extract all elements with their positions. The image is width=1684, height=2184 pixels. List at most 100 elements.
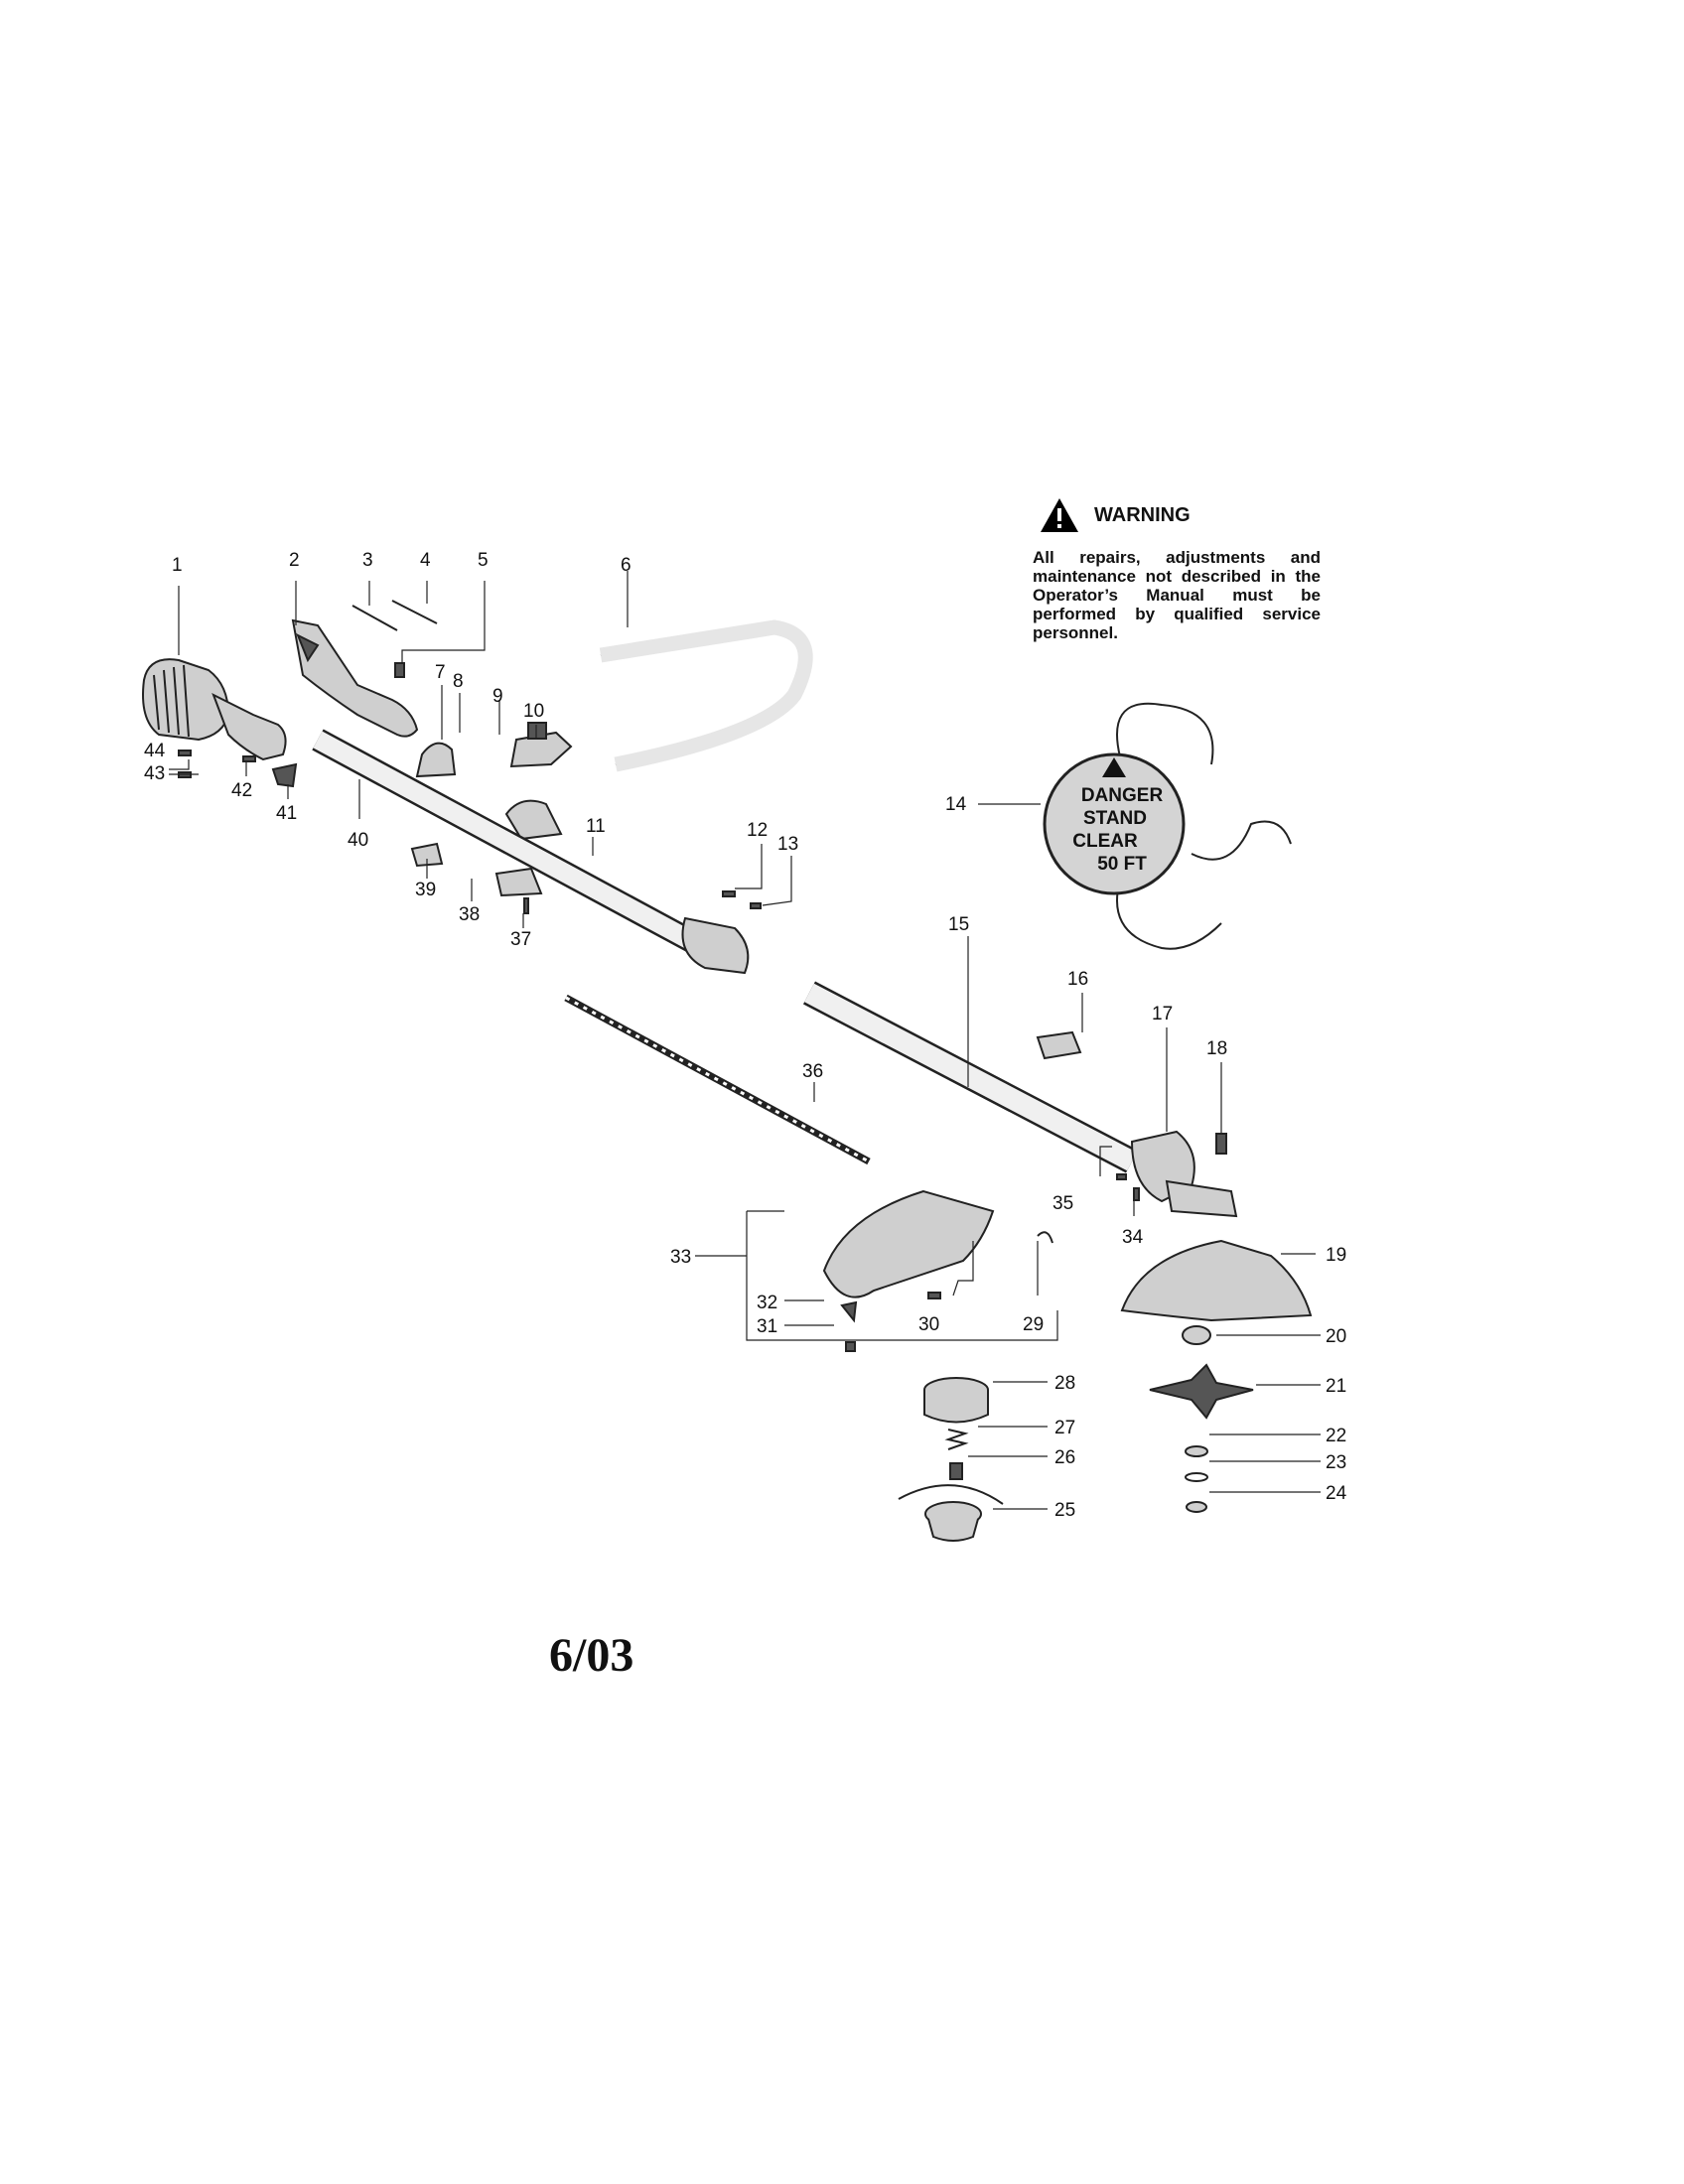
part-37-screw (523, 897, 529, 914)
callout-31: 31 (757, 1316, 777, 1337)
part-20-nut (1182, 1325, 1211, 1345)
callout-40: 40 (348, 830, 368, 851)
danger-line-3: CLEAR (1072, 831, 1138, 852)
warning-notice: WARNING All repairs, adjustments and mai… (1033, 496, 1321, 642)
part-1-housing (142, 658, 287, 761)
part-34-screw (1133, 1187, 1140, 1201)
callout-42: 42 (231, 780, 252, 801)
callout-1: 1 (172, 555, 183, 576)
callout-39: 39 (415, 880, 436, 900)
part-16-bracket (1036, 1030, 1082, 1060)
callout-12: 12 (747, 820, 768, 841)
callout-15: 15 (948, 914, 969, 935)
warning-text: All repairs, adjustments and maintenance… (1033, 548, 1321, 642)
part-25-spool (898, 1484, 1004, 1542)
callout-25: 25 (1054, 1500, 1075, 1521)
callout-34: 34 (1122, 1227, 1144, 1248)
callout-27: 27 (1054, 1418, 1075, 1438)
danger-decal-text: DANGER STAND CLEAR 50 FT (1072, 785, 1163, 875)
part-22-washer (1185, 1445, 1208, 1457)
callout-14: 14 (945, 794, 967, 815)
danger-decal-alert-icon (1102, 757, 1126, 777)
part-2-handle (291, 618, 419, 738)
date-code: 6/03 (549, 1629, 634, 1682)
part-3-pin (351, 605, 398, 631)
callout-24: 24 (1326, 1483, 1347, 1504)
part-18-screw (1215, 1133, 1227, 1155)
callout-10: 10 (523, 701, 544, 722)
danger-line-1: DANGER (1081, 785, 1164, 806)
part-13-screw (750, 902, 762, 909)
callout-8: 8 (453, 671, 464, 692)
part-10-knob (509, 722, 573, 768)
callout-26: 26 (1054, 1447, 1075, 1468)
leader-lines (169, 571, 1321, 1510)
part-41-knob (271, 762, 298, 788)
callout-37: 37 (510, 929, 531, 950)
part-39-bracket (410, 842, 444, 868)
callout-13: 13 (777, 834, 798, 855)
part-24-washer (1186, 1501, 1207, 1513)
callout-30: 30 (918, 1314, 939, 1335)
warning-header: WARNING (1033, 496, 1321, 534)
part-7-clamp (415, 742, 457, 778)
callout-33: 33 (670, 1247, 691, 1268)
part-26-bolt (949, 1462, 963, 1480)
danger-decal (1043, 752, 1186, 895)
callout-41: 41 (276, 803, 297, 824)
callout-38: 38 (459, 904, 480, 925)
callout-19: 19 (1326, 1245, 1346, 1266)
part-40-shaft (312, 729, 701, 954)
callout-4: 4 (420, 550, 431, 571)
callout-11: 11 (586, 816, 606, 837)
callout-18: 18 (1206, 1038, 1227, 1059)
danger-line-4: 50 FT (1097, 854, 1147, 875)
callout-17: 17 (1152, 1004, 1173, 1024)
part-21-blade (1149, 1363, 1254, 1420)
part-15-lower-shaft (802, 981, 1139, 1173)
callout-28: 28 (1054, 1373, 1075, 1394)
part-29-clip (1037, 1231, 1053, 1244)
part-4-pin (391, 600, 438, 624)
callout-43: 43 (144, 763, 165, 784)
callout-20: 20 (1326, 1326, 1346, 1347)
part-19-guard-plate (1120, 1239, 1313, 1322)
part-32-clip (840, 1300, 858, 1323)
callout-23: 23 (1326, 1452, 1346, 1473)
callout-22: 22 (1326, 1426, 1346, 1446)
part-23-washer (1185, 1472, 1208, 1482)
warning-title: WARNING (1094, 503, 1191, 526)
part-6-loop-handle-inner (599, 619, 813, 772)
callout-35: 35 (1052, 1193, 1073, 1214)
callout-labels: 1 2 3 4 5 6 7 8 9 10 11 12 13 14 15 16 1… (144, 550, 1347, 1521)
part-11-clamp (504, 799, 563, 841)
part-coupler (681, 916, 750, 975)
part-12-screw (722, 890, 736, 897)
part-30-screw (927, 1292, 941, 1299)
callout-3: 3 (362, 550, 373, 571)
part-28-spool-housing (923, 1377, 989, 1424)
callout-9: 9 (492, 686, 503, 707)
part-35-screw (1116, 1173, 1127, 1180)
part-31-screw (845, 1341, 856, 1352)
callout-2: 2 (289, 550, 300, 571)
warning-triangle-icon (1041, 498, 1078, 532)
callout-44: 44 (144, 741, 166, 761)
callout-16: 16 (1067, 969, 1088, 990)
part-38-bracket (494, 867, 543, 897)
part-42-screw (242, 755, 256, 762)
callout-5: 5 (478, 550, 489, 571)
callout-29: 29 (1023, 1314, 1044, 1335)
callout-21: 21 (1326, 1376, 1346, 1397)
part-17-gear-head (1130, 1130, 1238, 1218)
part-33-guard (822, 1189, 995, 1298)
callout-7: 7 (435, 662, 446, 683)
callout-36: 36 (802, 1061, 823, 1082)
part-14-harness (1043, 702, 1292, 950)
danger-line-2: STAND (1083, 808, 1147, 829)
part-36-drive-shaft (564, 994, 871, 1165)
callout-6: 6 (621, 555, 632, 576)
callout-32: 32 (757, 1293, 777, 1313)
part-27-spring (944, 1429, 969, 1450)
